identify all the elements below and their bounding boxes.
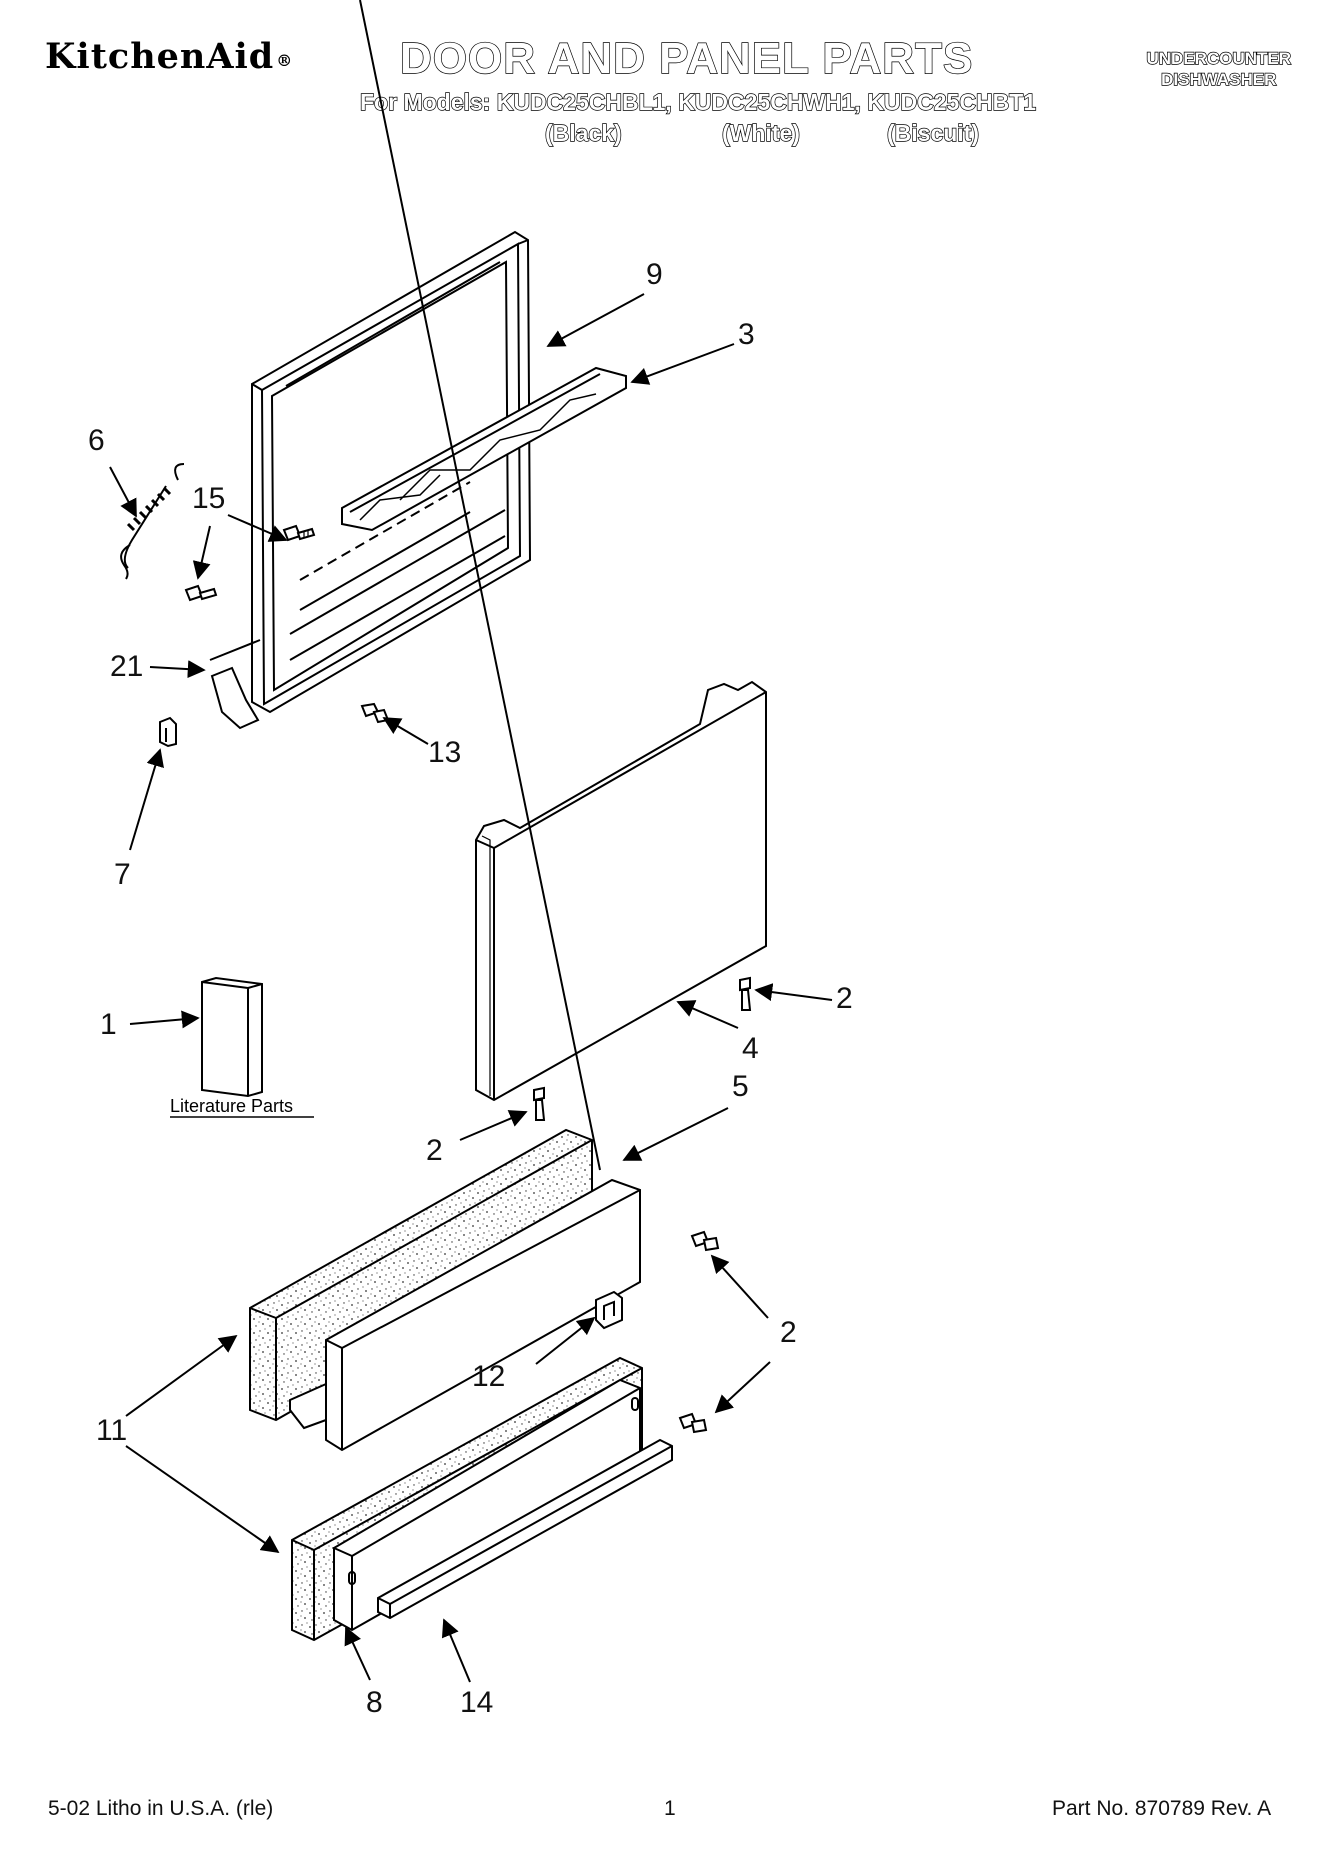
leader-13 <box>382 717 429 745</box>
literature-parts-label: Literature Parts <box>170 1096 294 1116</box>
leader-3 <box>630 343 735 385</box>
leader-21 <box>149 660 206 679</box>
callout-11: 11 <box>96 1414 128 1447</box>
callout-8: 8 <box>366 1686 383 1719</box>
clip-12 <box>595 1290 623 1330</box>
callout-9: 9 <box>646 258 663 291</box>
footer-litho: 5-02 Litho in U.S.A. (rle) <box>48 1797 274 1820</box>
leader-7 <box>129 748 164 851</box>
appliance-type-line-1: UNDERCOUNTER <box>1146 48 1292 68</box>
brand-logo: KitchenAid® <box>45 36 293 77</box>
outer-door-panel <box>475 680 767 1102</box>
leader-5 <box>622 1107 729 1161</box>
leader-11a <box>125 1334 238 1417</box>
brand-name: KitchenAid <box>45 36 275 77</box>
callout-6: 6 <box>88 424 105 457</box>
leader-9 <box>546 293 645 347</box>
leader-11b <box>125 1445 280 1554</box>
callout-2-toe: 2 <box>426 1134 443 1167</box>
leader-8 <box>344 1626 371 1681</box>
callout-1: 1 <box>100 1008 117 1041</box>
models-line: For Models: KUDC25CHBL1, KUDC25CHWH1, KU… <box>359 88 1037 115</box>
leader-6 <box>109 466 137 518</box>
screw-2-toe-upper <box>690 1230 720 1252</box>
screw-2-panel-right <box>739 976 752 1011</box>
screw-15-lower <box>184 584 218 602</box>
color-white: (White) <box>721 119 800 146</box>
vent-bracket <box>341 366 627 532</box>
footer-page-number: 1 <box>664 1797 676 1820</box>
callout-14: 14 <box>460 1686 494 1719</box>
leader-4 <box>676 1000 739 1029</box>
callout-12: 12 <box>472 1360 506 1393</box>
callout-15: 15 <box>192 482 226 515</box>
leader-lines <box>109 293 833 1683</box>
leader-2b <box>459 1110 528 1141</box>
callout-2-panel: 2 <box>836 982 853 1015</box>
trim-strip <box>377 1438 673 1620</box>
leader-2c <box>710 1254 769 1319</box>
toe-panel <box>289 0 641 1452</box>
leader-12 <box>535 1316 596 1365</box>
leader-15b <box>192 525 211 580</box>
leader-14 <box>441 1618 471 1683</box>
callout-21: 21 <box>110 650 144 683</box>
leader-15a <box>227 514 288 542</box>
literature-booklet <box>201 976 263 1098</box>
screw-13 <box>360 702 390 724</box>
leader-2d <box>714 1361 771 1414</box>
page-title: DOOR AND PANEL PARTS <box>399 33 974 83</box>
callout-5: 5 <box>732 1070 749 1103</box>
callout-7: 7 <box>114 858 131 891</box>
appliance-type-line-2: DISHWASHER <box>1160 69 1277 89</box>
color-black: (Black) <box>544 119 622 146</box>
callout-3: 3 <box>738 318 755 351</box>
screw-2-toe-lower <box>678 1412 708 1434</box>
footer-part-number: Part No. 870789 Rev. A <box>1052 1797 1272 1820</box>
leader-2a <box>754 983 833 1002</box>
callout-4: 4 <box>742 1032 759 1065</box>
color-biscuit: (Biscuit) <box>886 119 979 146</box>
screw-2-panel-bottom <box>533 1086 546 1121</box>
inner-door-frame <box>209 230 532 730</box>
callout-13: 13 <box>428 736 462 769</box>
brand-registered-mark: ® <box>276 51 294 70</box>
callout-2-lower: 2 <box>780 1316 797 1349</box>
appliance-type: UNDERCOUNTER DISHWASHER <box>1146 48 1292 90</box>
leader-1 <box>129 1010 200 1029</box>
door-spring <box>120 463 185 580</box>
clip-7 <box>159 716 177 748</box>
